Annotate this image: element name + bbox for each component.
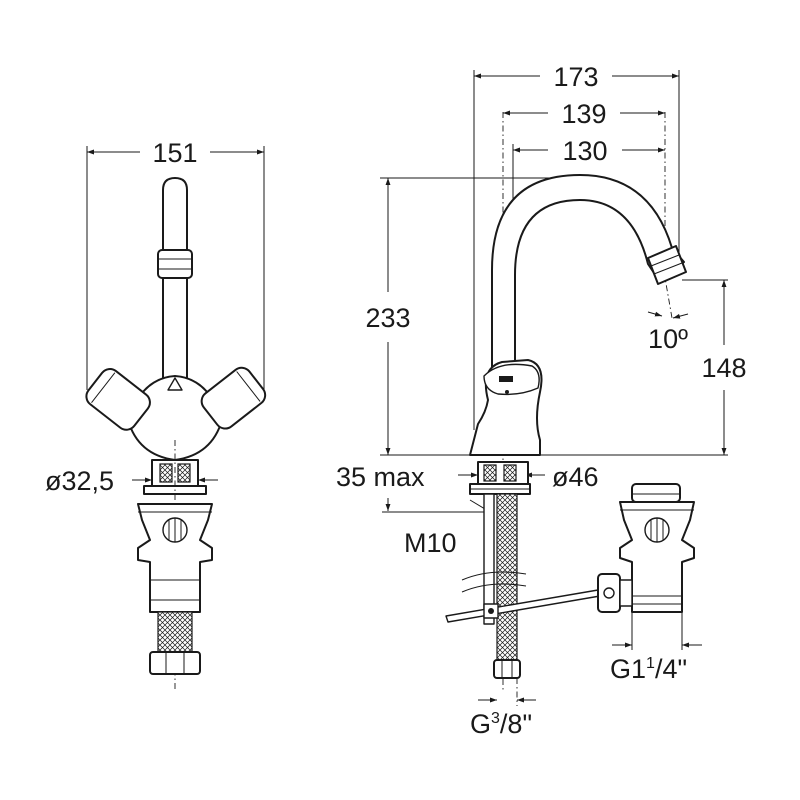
waste-cap [631, 483, 681, 503]
side-hose [496, 493, 518, 661]
front-waste-body [137, 503, 213, 613]
dim-35-max: 35 max [336, 462, 425, 492]
dim-base-diameter: ø46 [552, 462, 599, 492]
dim-hose-thread: G3/8" [470, 709, 532, 739]
dim-front-diameter: ø32,5 [45, 466, 114, 496]
dim-148: 148 [701, 353, 746, 383]
front-view [85, 146, 267, 690]
dim-233: 233 [365, 303, 410, 333]
dim-waste-thread: G11/4" [610, 654, 687, 684]
dim-front-width: 151 [152, 138, 197, 168]
front-spout-collar [157, 249, 193, 279]
dim-thread: M10 [404, 528, 457, 558]
side-hose-nut [493, 659, 521, 679]
dim-139: 139 [561, 99, 606, 129]
threaded-rod [483, 493, 495, 625]
dim-173: 173 [553, 62, 598, 92]
dim-angle: 10º [648, 324, 688, 354]
front-hose-nut [149, 651, 201, 675]
waste-view [597, 483, 702, 650]
dim-130: 130 [562, 136, 607, 166]
side-spout [491, 174, 685, 381]
right-handle [200, 366, 267, 430]
side-view [380, 70, 728, 706]
front-spout [162, 177, 188, 391]
left-handle [85, 368, 151, 431]
popup-rod [445, 589, 601, 623]
